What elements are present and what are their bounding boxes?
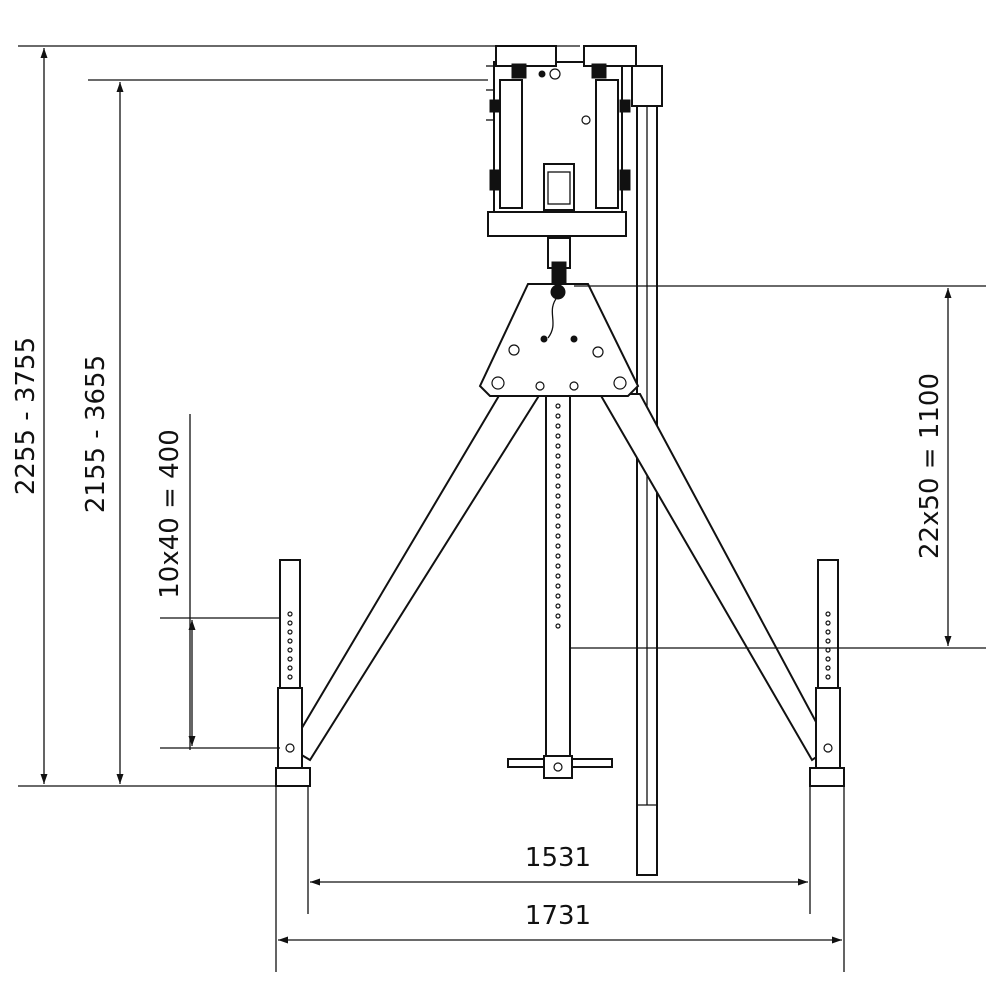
perforation-hole (555, 563, 561, 569)
perforation-hole (555, 433, 561, 439)
perforation-hole (825, 665, 831, 671)
perforation-hole (825, 611, 831, 617)
right-outrigger (809, 559, 845, 787)
perforation-hole (825, 674, 831, 680)
perforation-hole (555, 553, 561, 559)
perforation-hole (287, 638, 293, 644)
perforation-hole (287, 647, 293, 653)
perforation-hole (555, 483, 561, 489)
dim-inner-width-label: 1531 (525, 843, 591, 873)
perforation-hole (555, 533, 561, 539)
dim-outer-width: 1731 (275, 786, 845, 972)
perforation-hole (555, 503, 561, 509)
perforation-hole (555, 493, 561, 499)
perforation-hole (555, 463, 561, 469)
perforation-hole (555, 523, 561, 529)
dim-leg-adjust-label: 10x40 = 400 (155, 429, 185, 599)
left-post-holes (287, 611, 293, 680)
perforation-hole (825, 620, 831, 626)
machine-head (486, 45, 663, 285)
dim-column-adjust-label: 22x50 = 1100 (915, 373, 945, 559)
dim-outer-width-label: 1731 (525, 901, 591, 931)
perforation-hole (555, 413, 561, 419)
perforation-hole (825, 629, 831, 635)
left-leg (288, 393, 542, 762)
dim-working-height-label: 2155 - 3655 (81, 355, 111, 513)
perforation-hole (555, 593, 561, 599)
dim-overall-height-label: 2255 - 3755 (11, 337, 41, 495)
perforation-hole (287, 629, 293, 635)
perforation-hole (555, 613, 561, 619)
perforation-hole (287, 620, 293, 626)
perforation-hole (555, 513, 561, 519)
head-plate (478, 283, 640, 397)
center-column (545, 391, 571, 761)
perforation-hole (555, 603, 561, 609)
perforation-hole (555, 453, 561, 459)
right-post-holes (825, 611, 831, 680)
perforation-hole (555, 623, 561, 629)
perforation-hole (555, 443, 561, 449)
column-holes (555, 403, 561, 629)
perforation-hole (555, 583, 561, 589)
perforation-hole (287, 656, 293, 662)
left-outrigger (275, 559, 311, 787)
dim-inner-width: 1531 (307, 786, 811, 914)
perforation-hole (555, 473, 561, 479)
perforation-hole (555, 543, 561, 549)
dim-leg-adjust: 10x40 = 400 (155, 414, 280, 750)
perforation-hole (287, 611, 293, 617)
perforation-hole (555, 403, 561, 409)
perforation-hole (287, 665, 293, 671)
bottom-handle (507, 755, 613, 779)
perforation-hole (287, 674, 293, 680)
dim-working-height: 2155 - 3655 (81, 79, 488, 784)
right-leg (598, 393, 832, 762)
perforation-hole (825, 656, 831, 662)
dim-overall-height: 2255 - 3755 (11, 45, 580, 787)
perforation-hole (825, 638, 831, 644)
perforation-hole (555, 573, 561, 579)
perforation-hole (555, 423, 561, 429)
dim-column-adjust: 22x50 = 1100 (570, 285, 986, 649)
